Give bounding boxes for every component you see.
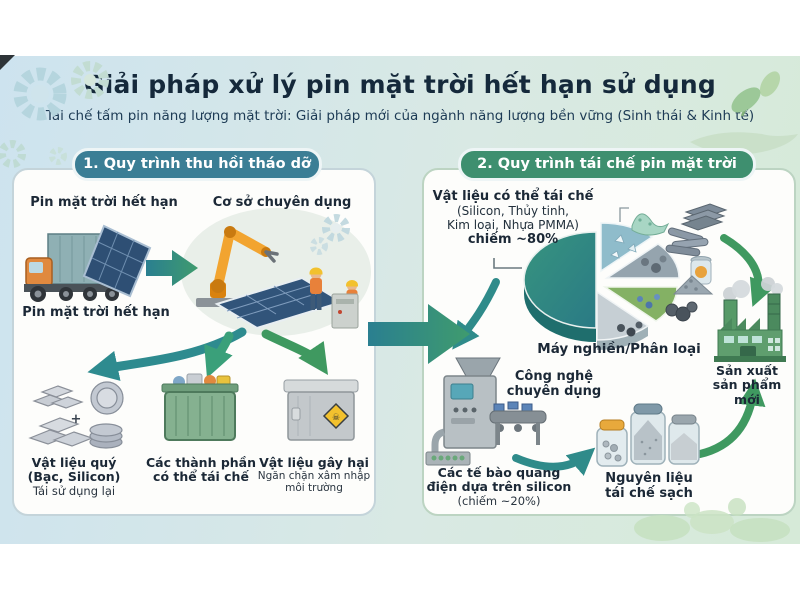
panel-connector-arrow-icon xyxy=(368,304,470,364)
material-piles xyxy=(619,203,728,322)
new-products-label: Sản xuất sản phẩm mới xyxy=(712,363,782,407)
specialized-technology-label: Công nghệ chuyên dụng xyxy=(506,369,602,399)
arrow-materials-to-factory-icon xyxy=(720,234,776,307)
rocks-icon xyxy=(665,301,698,322)
page-subtitle: Tái chế tấm pin năng lượng mặt trời: Giả… xyxy=(45,108,755,124)
worker-icon xyxy=(309,267,323,310)
pie-slice-other xyxy=(596,290,650,351)
label-expired-panels-top: Pin mặt trời hết hạn xyxy=(30,195,178,210)
corner-mark xyxy=(0,55,15,70)
arrow-right-icon xyxy=(146,250,198,286)
panel-dismantling: + ☠ Pin mặt xyxy=(12,168,376,516)
clean-materials-label: Nguyên liệu tái chế sạch xyxy=(605,471,693,501)
panel2-illustration xyxy=(425,203,786,476)
panel-recycling: Vật liệu có thể tái chế (Silicon, Thủy t… xyxy=(422,168,796,516)
label-expired-panels-bottom: Pin mặt trời hết hạn xyxy=(22,305,170,320)
robot-arm-icon xyxy=(196,226,279,307)
pie-slice-plastic xyxy=(602,286,678,322)
recycle-crate-icon xyxy=(161,373,239,441)
output-harmful-materials-label: Vật liệu gây hại Ngăn chặn xâm nhập môi … xyxy=(257,455,371,495)
pie-chart-3d xyxy=(523,222,680,351)
factory-icon xyxy=(714,277,786,362)
pie-slice-metal xyxy=(604,243,680,279)
gravel-pile-icon xyxy=(672,275,714,295)
arrow-machine-to-jars-icon xyxy=(512,447,596,476)
page-title: Giải pháp xử lý pin mặt trời hết hạn sử … xyxy=(83,70,716,99)
silicon-discs-icon xyxy=(89,381,124,449)
solar-panel-icon xyxy=(82,224,152,298)
panel2-header: 2. Quy trình tái chế pin mặt trời xyxy=(458,148,756,181)
blobs-decoration xyxy=(634,498,790,542)
recycling-machine-icon xyxy=(425,357,547,466)
recyclable-materials-label: Vật liệu có thể tái chế (Silicon, Thủy t… xyxy=(432,189,594,247)
pie-slice-glass xyxy=(600,222,654,273)
panel1-illustration: + ☠ xyxy=(24,208,371,449)
plus-sign: + xyxy=(71,412,82,427)
metal-plates-icon xyxy=(680,203,728,231)
gear-icon xyxy=(310,214,350,255)
arrow-jars-to-factory-icon xyxy=(696,378,766,458)
panel1-header: 1. Quy trình thu hồi tháo dỡ xyxy=(72,148,322,181)
hazard-box-icon: ☠ xyxy=(283,379,359,441)
metal-rods-icon xyxy=(665,227,709,257)
material-jars-icon xyxy=(596,403,700,467)
output-recyclable-components-label: Các thành phần có thể tái chế xyxy=(145,455,256,485)
crusher-sorter-label: Máy nghiền/Phân loại xyxy=(537,341,701,357)
chemical-jar-icon xyxy=(690,256,712,285)
glass-powder-pile-icon xyxy=(631,213,670,236)
silver-ingots-icon xyxy=(28,385,94,447)
hazard-symbol-icon: ☠ xyxy=(332,413,340,423)
silicon-cells-label: Các tế bào quang điện dựa trên silicon (… xyxy=(426,465,572,508)
branch-arrows xyxy=(87,327,328,381)
equipment-box-icon xyxy=(331,293,359,329)
gears-decoration-icon xyxy=(0,61,109,168)
label-specialized-facility: Cơ sở chuyên dụng xyxy=(212,195,352,210)
output-precious-materials-label: Vật liệu quý (Bạc, Silicon) Tái sử dụng … xyxy=(27,455,121,498)
label-bracket xyxy=(493,258,522,269)
